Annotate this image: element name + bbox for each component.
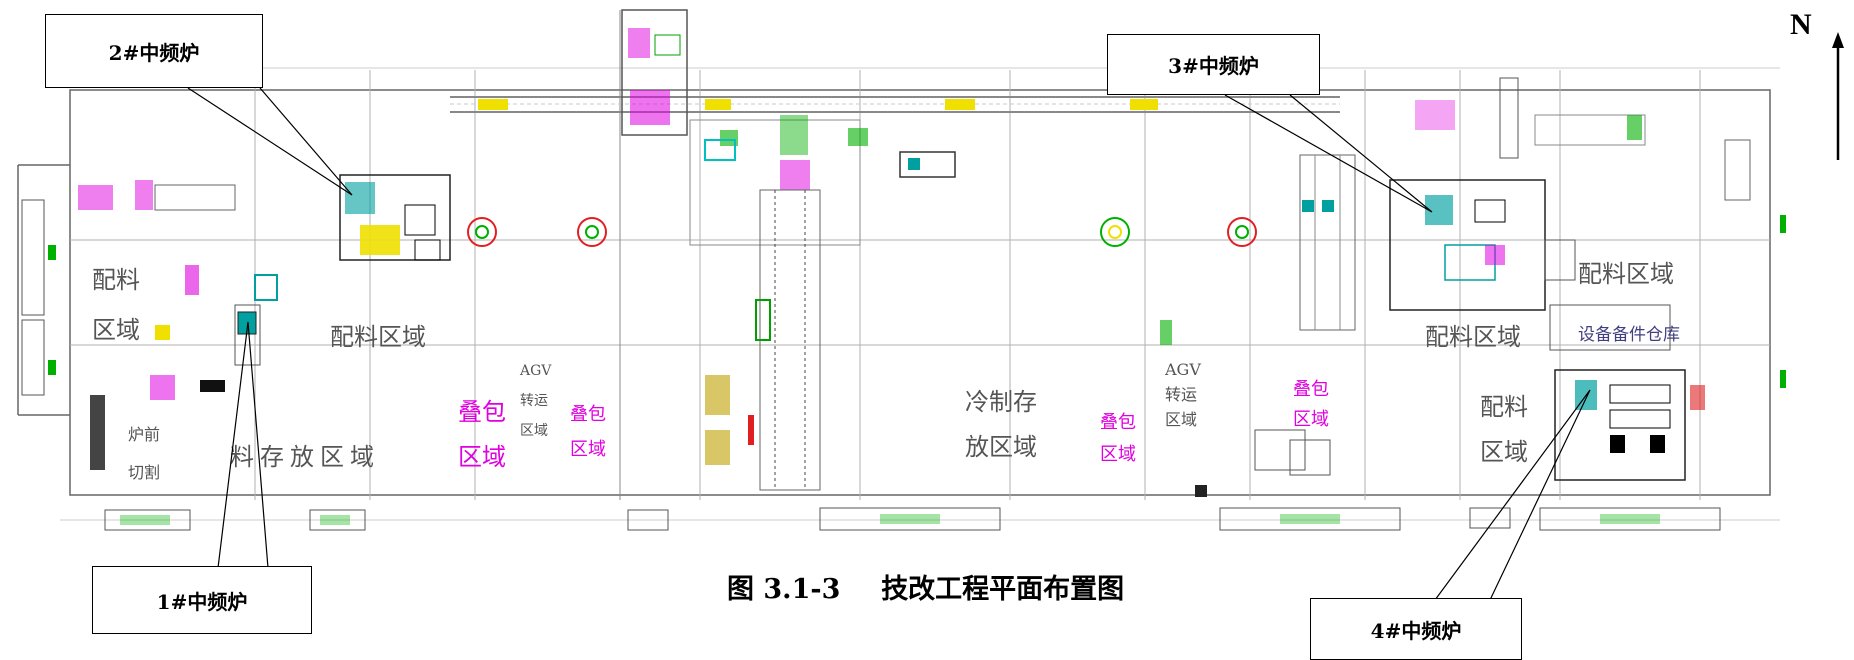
column-grid — [60, 10, 1780, 521]
zone-agv-1: AGV — [519, 363, 552, 379]
zone-pack-4: 区域 — [570, 439, 606, 460]
right-area — [1160, 77, 1786, 497]
zone-agv-r2: 转运 — [1165, 385, 1197, 404]
zone-labels: 配料 区域 配料区域 炉前 切割 料存放区域 AGV 转运 区域 叠包 区域 叠… — [92, 260, 1680, 482]
zone-agv-2: 转运 — [520, 393, 548, 409]
zone-pack-2: 区域 — [458, 443, 506, 471]
callout-furnace-3: 3#中频炉 — [1107, 34, 1320, 95]
zone-pack-1: 叠包 — [458, 398, 506, 426]
zone-batching-mid: 配料区域 — [330, 323, 426, 351]
north-label: N — [1790, 8, 1812, 41]
crane-rail — [450, 96, 1340, 113]
zone-agv-r3: 区域 — [1165, 410, 1197, 429]
zone-pack-6: 区域 — [1100, 444, 1136, 465]
zone-sand-1: 冷制存 — [965, 388, 1037, 416]
zone-batching-w1: 配料 — [92, 266, 140, 294]
zone-sand-2: 放区域 — [965, 433, 1037, 461]
zone-pack-8: 区域 — [1293, 409, 1329, 430]
callout-furnace-2: 2#中频炉 — [45, 14, 263, 88]
zone-furnace-2: 切割 — [128, 463, 160, 482]
zone-batching-w2: 区域 — [92, 316, 140, 344]
callout-furnace-4: 4#中频炉 — [1310, 598, 1522, 660]
zone-furnace-1: 炉前 — [128, 425, 160, 444]
figure-caption: 图 3.1-3 技改工程平面布置图 — [727, 567, 1124, 606]
zone-batching-right2: 配料区域 — [1578, 260, 1674, 288]
figure-title: 技改工程平面布置图 — [881, 574, 1125, 605]
zone-agv-r1: AGV — [1164, 360, 1201, 379]
turntables — [467, 217, 1257, 247]
bottom-labels — [104, 507, 1721, 531]
left-area — [21, 174, 451, 470]
callout-furnace-1: 1#中频炉 — [92, 566, 312, 634]
central-equipment — [621, 9, 956, 491]
zone-batching-r1: 配料 — [1480, 393, 1528, 421]
zone-pack-3: 叠包 — [570, 404, 606, 425]
north-arrow-icon — [1832, 32, 1844, 160]
zone-batching-r2: 区域 — [1480, 438, 1528, 466]
building-outline — [17, 89, 1771, 496]
zone-agv-3: 区域 — [520, 423, 548, 439]
zone-batching-right: 配料区域 — [1425, 323, 1521, 351]
zone-pack-5: 叠包 — [1100, 412, 1136, 433]
zone-spare: 设备备件仓库 — [1578, 325, 1680, 345]
zone-pack-7: 叠包 — [1293, 379, 1329, 400]
figure-number: 图 3.1-3 — [727, 574, 841, 605]
zone-storage-left: 料存放区域 — [230, 443, 380, 471]
callout-leaders — [187, 87, 1591, 601]
